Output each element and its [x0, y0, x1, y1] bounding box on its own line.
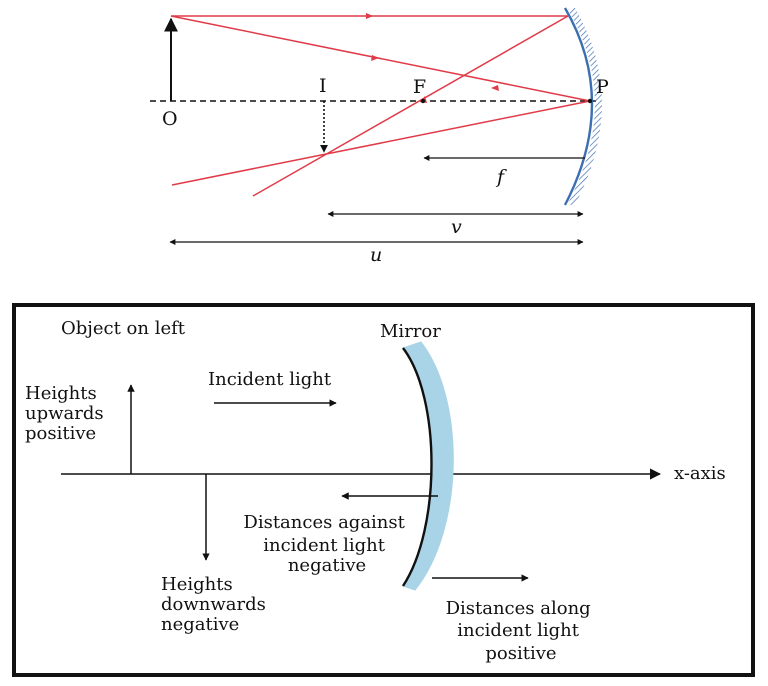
ray-direction-marker: [366, 13, 373, 19]
distances-against-line: negative: [288, 555, 366, 576]
distances-against-line: incident light: [263, 535, 386, 556]
heights-up-line: Heights: [25, 383, 97, 404]
sign-convention-panel: x-axis Mirror Object on left Incident li…: [12, 303, 755, 677]
ray-to-pole-incident: [170, 15, 591, 102]
heights-down-line: negative: [161, 614, 239, 635]
incident-light-label: Incident light: [208, 369, 332, 390]
distances-against-line: Distances against: [243, 512, 405, 533]
label-v: v: [451, 216, 462, 238]
mirror-label: Mirror: [380, 321, 441, 342]
heights-up-line: upwards: [25, 403, 104, 424]
concave-mirror: [563, 6, 602, 207]
focus-point: [420, 98, 426, 104]
distances-along-line: incident light: [457, 620, 580, 641]
ray-direction-markers: [366, 13, 499, 103]
ray-direction-marker: [491, 85, 499, 91]
label-O: O: [162, 108, 178, 130]
label-F: F: [413, 76, 426, 98]
distances-against-label: Distances against incident light negativ…: [243, 512, 410, 576]
ray-direction-marker: [371, 55, 379, 61]
label-I: I: [319, 75, 327, 97]
heights-up-line: positive: [25, 423, 96, 444]
ray-parallel-reflected: [252, 15, 569, 197]
ray-from-pole-reflected: [171, 100, 591, 186]
distances-along-line: Distances along: [446, 598, 591, 619]
label-P: P: [596, 76, 609, 98]
label-u: u: [370, 244, 382, 266]
panel-border: [12, 303, 755, 677]
heights-down-line: Heights: [161, 574, 233, 595]
heights-down-label: Heights downwards negative: [161, 574, 272, 635]
ray-diagram: O I F P f v u: [150, 6, 609, 266]
pole-point: [587, 98, 593, 104]
label-f: f: [495, 166, 507, 188]
heights-down-line: downwards: [161, 594, 266, 615]
distances-along-line: positive: [485, 643, 556, 664]
x-axis-label: x-axis: [674, 463, 726, 484]
mirror: [401, 341, 454, 591]
heights-up-label: Heights upwards positive: [25, 383, 109, 444]
distances-along-label: Distances along incident light positive: [446, 598, 597, 664]
object-on-left-label: Object on left: [61, 318, 186, 339]
light-rays: [170, 15, 591, 197]
